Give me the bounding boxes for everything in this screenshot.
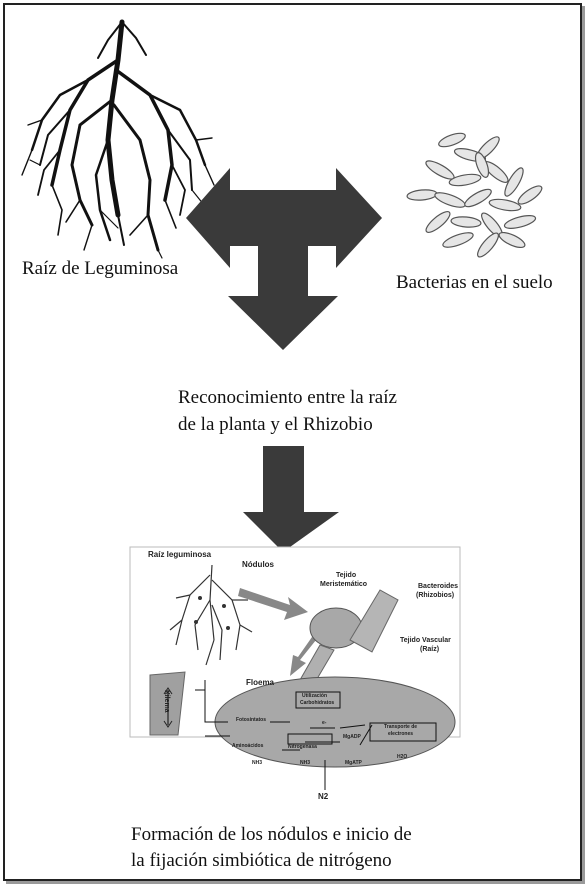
- inset-nh3-label-1: NH3: [252, 760, 263, 766]
- root-label: Raíz de Leguminosa: [22, 258, 179, 279]
- inset-aminoacidos-label: Aminoácidos: [232, 743, 264, 749]
- inset-tejido-label-2: Meristemático: [320, 581, 368, 588]
- bacteria-illustration: [406, 132, 543, 258]
- inset-h2o-label: H2O: [397, 754, 408, 760]
- inset-nodulos-label: Nódulos: [242, 560, 274, 569]
- inset-utilizacion-label-2: Carbohidratos: [300, 700, 335, 706]
- inset-raiz-label: Raíz leguminosa: [148, 550, 212, 559]
- down-arrow: [243, 446, 339, 552]
- inset-transporte-label-2: electrones: [388, 731, 414, 737]
- t-double-arrow: [186, 168, 382, 350]
- inset-n2-label: N2: [318, 792, 329, 801]
- inset-floema-label: Floema: [246, 678, 275, 687]
- inset-nh3-label-2: NH3: [300, 760, 311, 766]
- recognition-label-line1: Reconocimiento entre la raíz: [178, 387, 397, 408]
- formation-label-line1: Formación de los nódulos e inicio de: [131, 824, 412, 845]
- legume-root-illustration: [21, 19, 215, 259]
- inset-root: [169, 564, 253, 666]
- recognition-label-line2: de la planta y el Rhizobio: [178, 414, 373, 435]
- inset-eminus-label: e-: [322, 720, 327, 726]
- inset-transporte-label-1: Transporte de: [384, 724, 418, 730]
- formation-label-line2: la fijación simbiótica de nitrógeno: [131, 850, 392, 871]
- inset-vascular-label-1: Tejido Vascular: [400, 637, 451, 644]
- inset-mgatp-label: MgATP: [345, 760, 362, 766]
- inset-nitrogenasa-label: Nitrogenasa: [288, 744, 317, 750]
- inset-xilema-label: Xilema: [163, 690, 170, 713]
- inset-fotosintatos-label: Fotosintatos: [236, 717, 266, 723]
- inset-mgadp-label: MgADP: [343, 734, 361, 740]
- bacteria-label: Bacterias en el suelo: [396, 272, 553, 293]
- inset-tejido-label-1: Tejido: [336, 572, 357, 579]
- inset-bacteroides-label-2: (Rhizobios): [416, 592, 455, 599]
- inset-bacteroides-label-1: Bacteroides: [418, 583, 459, 590]
- nodule-inset-diagram: [129, 546, 461, 790]
- inset-utilizacion-label-1: Utilización: [302, 693, 328, 699]
- inset-vascular-label-2: (Raíz): [420, 646, 440, 653]
